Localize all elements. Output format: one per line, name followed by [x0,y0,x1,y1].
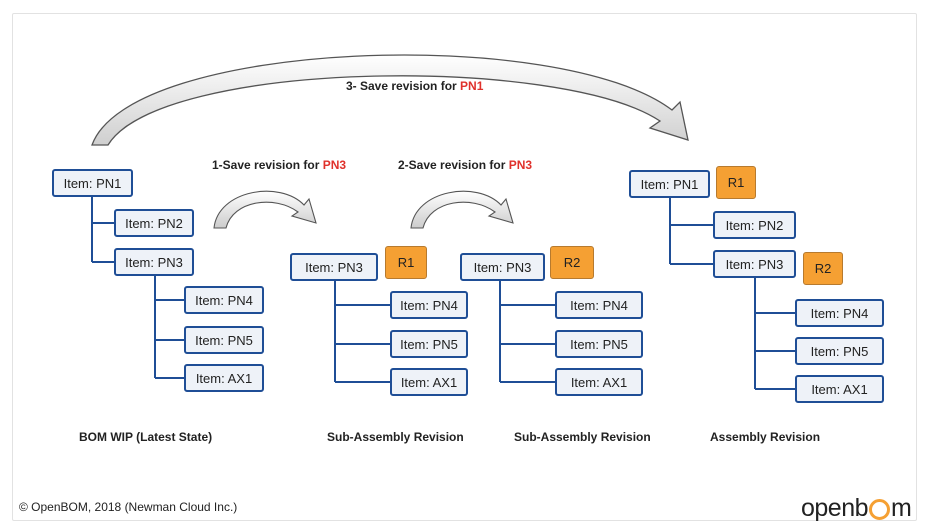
logo-text-right: m [891,494,912,522]
sub-rev1-node-ax1: Item: AX1 [390,368,468,396]
save-pn3-pn-2: PN3 [508,158,533,172]
save-pn3-prefix-2: 2-Save revision for [398,158,509,172]
save-pn1-label: 3- Save revision for PN1 [346,79,483,93]
save-pn3-prefix-1: 1-Save revision for [212,158,323,172]
sub-rev2-caption: Sub-Assembly Revision [514,430,651,444]
sub-rev1-node-pn3: Item: PN3 [290,253,378,281]
sub-rev2-node-pn5: Item: PN5 [555,330,643,358]
save-pn1-prefix: 3- Save revision for [346,79,461,93]
logo-text-left: openb [801,494,869,522]
save-pn3-label-1: 1-Save revision for PN3 [212,158,346,172]
asm-connector [669,198,713,265]
wip-node-pn5: Item: PN5 [184,326,264,354]
small-curved-arrow-1 [213,190,317,229]
wip-node-pn2: Item: PN2 [114,209,194,237]
wip-node-pn4: Item: PN4 [184,286,264,314]
big-curved-arrow [91,54,689,146]
save-pn1-pn: PN1 [460,79,484,93]
copyright-footer: © OpenBOM, 2018 (Newman Cloud Inc.) [19,500,238,514]
sub-rev1-connector [334,281,390,383]
sub-rev2-connector [499,281,555,383]
wip-connector [91,195,114,263]
sub-rev1-node-pn5: Item: PN5 [390,330,468,358]
wip-node-pn1: Item: PN1 [52,169,133,197]
wip-node-ax1: Item: AX1 [184,364,264,392]
asm-node-pn3: Item: PN3 [713,250,796,278]
asm-node-ax1: Item: AX1 [795,375,884,403]
wip-node-pn3: Item: PN3 [114,248,194,276]
asm-node-pn5: Item: PN5 [795,337,884,365]
asm-node-pn1: Item: PN1 [629,170,710,198]
asm-node-pn4: Item: PN4 [795,299,884,327]
asm-child-badge: R2 [803,252,843,285]
sub-rev1-caption: Sub-Assembly Revision [327,430,464,444]
sub-rev1-badge: R1 [385,246,427,279]
save-pn3-pn-1: PN3 [322,158,347,172]
sub-rev2-node-pn4: Item: PN4 [555,291,643,319]
small-curved-arrow-2 [410,190,514,229]
asm-node-pn2: Item: PN2 [713,211,796,239]
asm-sub-connector [754,278,795,390]
sub-rev2-badge: R2 [550,246,594,279]
sub-rev2-node-pn3: Item: PN3 [460,253,545,281]
logo-o-mark-icon [869,499,891,520]
save-pn3-label-2: 2-Save revision for PN3 [398,158,532,172]
wip-caption: BOM WIP (Latest State) [79,430,213,444]
sub-rev2-node-ax1: Item: AX1 [555,368,643,396]
wip-sub-connector [154,276,184,379]
asm-root-badge: R1 [716,166,756,199]
asm-caption: Assembly Revision [710,430,821,444]
sub-rev1-node-pn4: Item: PN4 [390,291,468,319]
